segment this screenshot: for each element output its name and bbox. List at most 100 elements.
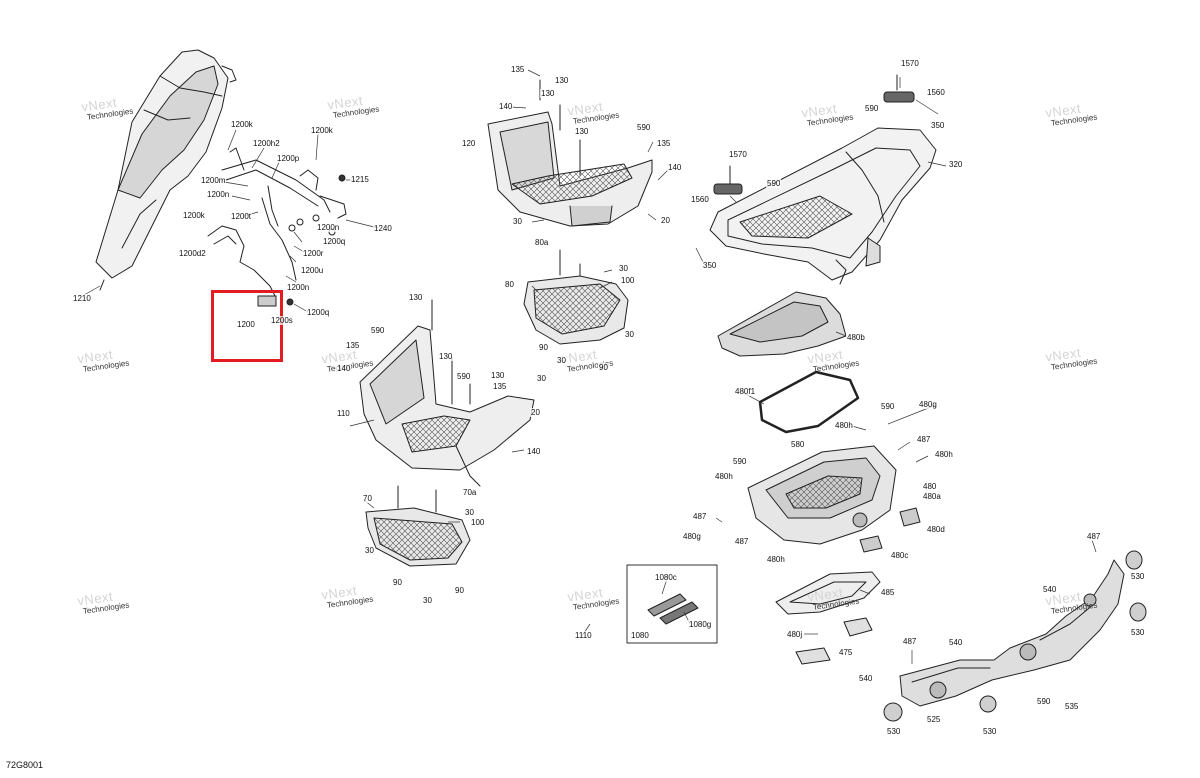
- callout-label[interactable]: 480b: [846, 333, 866, 342]
- part-320-rear-rack[interactable]: [709, 74, 937, 285]
- callout-label[interactable]: 120: [461, 139, 477, 148]
- callout-label[interactable]: 1200n: [286, 283, 311, 292]
- callout-label[interactable]: 590: [766, 179, 782, 188]
- part-70-footrest[interactable]: [365, 485, 471, 567]
- callout-label[interactable]: 1200d2: [178, 249, 207, 258]
- callout-label[interactable]: 590: [370, 326, 386, 335]
- callout-label[interactable]: 350: [930, 121, 946, 130]
- callout-label[interactable]: 475: [838, 648, 854, 657]
- callout-label[interactable]: 30: [618, 264, 629, 273]
- callout-label[interactable]: 590: [636, 123, 652, 132]
- callout-label[interactable]: 100: [470, 518, 486, 527]
- callout-label[interactable]: 1200u: [300, 266, 325, 275]
- callout-label[interactable]: 540: [1042, 585, 1058, 594]
- part-110-central-body[interactable]: [359, 299, 535, 487]
- callout-label[interactable]: 590: [864, 104, 880, 113]
- part-1200-handle-assembly[interactable]: [207, 147, 347, 307]
- callout-label[interactable]: 140: [498, 102, 514, 111]
- callout-label[interactable]: 135: [345, 341, 361, 350]
- callout-label[interactable]: 487: [1086, 532, 1102, 541]
- callout-label[interactable]: 1200m: [200, 176, 227, 185]
- callout-label[interactable]: 590: [456, 372, 472, 381]
- callout-label[interactable]: 90: [538, 343, 549, 352]
- callout-label[interactable]: 480g: [918, 400, 938, 409]
- part-525-rear-bumper[interactable]: [883, 550, 1147, 722]
- callout-label[interactable]: 1200k: [310, 126, 334, 135]
- callout-label[interactable]: 480h: [934, 450, 954, 459]
- callout-label[interactable]: 540: [858, 674, 874, 683]
- callout-label[interactable]: 110: [336, 409, 351, 418]
- callout-label[interactable]: 487: [734, 537, 750, 546]
- callout-label[interactable]: 480f1: [734, 387, 757, 396]
- callout-label[interactable]: 320: [948, 160, 964, 169]
- callout-label[interactable]: 90: [598, 363, 609, 372]
- callout-label[interactable]: 1200h2: [252, 139, 281, 148]
- callout-label[interactable]: 30: [364, 546, 375, 555]
- callout-label[interactable]: 480c: [890, 551, 910, 560]
- callout-label[interactable]: 590: [880, 402, 896, 411]
- callout-label[interactable]: 130: [554, 76, 570, 85]
- callout-label[interactable]: 20: [660, 216, 671, 225]
- callout-label[interactable]: 480a: [922, 492, 942, 501]
- callout-label[interactable]: 580: [790, 440, 806, 449]
- callout-label[interactable]: 30: [536, 374, 547, 383]
- callout-label[interactable]: 80: [504, 280, 515, 289]
- callout-label[interactable]: 1240: [373, 224, 393, 233]
- callout-label[interactable]: 30: [556, 356, 567, 365]
- callout-label[interactable]: 135: [656, 139, 672, 148]
- callout-label[interactable]: 530: [886, 727, 902, 736]
- callout-label[interactable]: 80a: [534, 238, 550, 247]
- callout-label[interactable]: 30: [464, 508, 475, 517]
- callout-label[interactable]: 90: [392, 578, 403, 587]
- callout-label[interactable]: 1560: [926, 88, 946, 97]
- callout-label[interactable]: 480d: [926, 525, 946, 534]
- callout-label[interactable]: 530: [1130, 572, 1146, 581]
- callout-label[interactable]: 135: [492, 382, 508, 391]
- callout-label[interactable]: 1215: [350, 175, 370, 184]
- callout-label[interactable]: 480h: [714, 472, 734, 481]
- callout-label[interactable]: 530: [1130, 628, 1146, 637]
- part-80-front-bracket[interactable]: [523, 249, 629, 345]
- part-480f1-seal[interactable]: [758, 370, 860, 434]
- callout-label[interactable]: 100: [620, 276, 636, 285]
- part-480-storage-box[interactable]: [747, 445, 921, 553]
- callout-label[interactable]: 140: [336, 364, 352, 373]
- part-475-pads[interactable]: [795, 617, 873, 665]
- callout-label[interactable]: 140: [526, 447, 542, 456]
- callout-label[interactable]: 130: [408, 293, 424, 302]
- callout-label[interactable]: 30: [512, 217, 523, 226]
- callout-label[interactable]: 480j: [786, 630, 804, 639]
- callout-label[interactable]: 485: [880, 588, 896, 597]
- callout-label[interactable]: 1570: [900, 59, 920, 68]
- highlighted-part-1200-box[interactable]: [211, 290, 283, 362]
- part-480b-lid[interactable]: [717, 291, 847, 357]
- callout-label[interactable]: 130: [540, 89, 556, 98]
- callout-label[interactable]: 30: [422, 596, 433, 605]
- callout-label[interactable]: 1200n: [206, 190, 231, 199]
- part-485-heat-shield[interactable]: [775, 571, 881, 615]
- callout-label[interactable]: 1110: [574, 631, 593, 640]
- callout-label[interactable]: 130: [490, 371, 506, 380]
- callout-label[interactable]: 480: [922, 482, 938, 491]
- callout-label[interactable]: 1200k: [230, 120, 254, 129]
- callout-label[interactable]: 1200q: [322, 237, 347, 246]
- callout-label[interactable]: 70a: [462, 488, 478, 497]
- callout-label[interactable]: 1570: [728, 150, 748, 159]
- callout-label[interactable]: 1200s: [270, 316, 294, 325]
- callout-label[interactable]: 1200q: [306, 308, 331, 317]
- callout-label[interactable]: 530: [982, 727, 998, 736]
- callout-label[interactable]: 525: [926, 715, 942, 724]
- callout-label[interactable]: 480h: [766, 555, 786, 564]
- callout-label[interactable]: 130: [438, 352, 454, 361]
- callout-label-1200[interactable]: 1200: [236, 320, 256, 329]
- callout-label[interactable]: 30: [624, 330, 635, 339]
- callout-label[interactable]: 535: [1064, 702, 1080, 711]
- callout-label[interactable]: 480h: [834, 421, 854, 430]
- callout-label[interactable]: 1200k: [182, 211, 206, 220]
- callout-label[interactable]: 1080g: [688, 620, 713, 629]
- callout-label[interactable]: 1200r: [302, 249, 325, 258]
- callout-label[interactable]: 90: [454, 586, 465, 595]
- callout-label[interactable]: 70: [362, 494, 373, 503]
- callout-label[interactable]: 1080c: [654, 573, 678, 582]
- part-120-front-storage[interactable]: [487, 79, 653, 227]
